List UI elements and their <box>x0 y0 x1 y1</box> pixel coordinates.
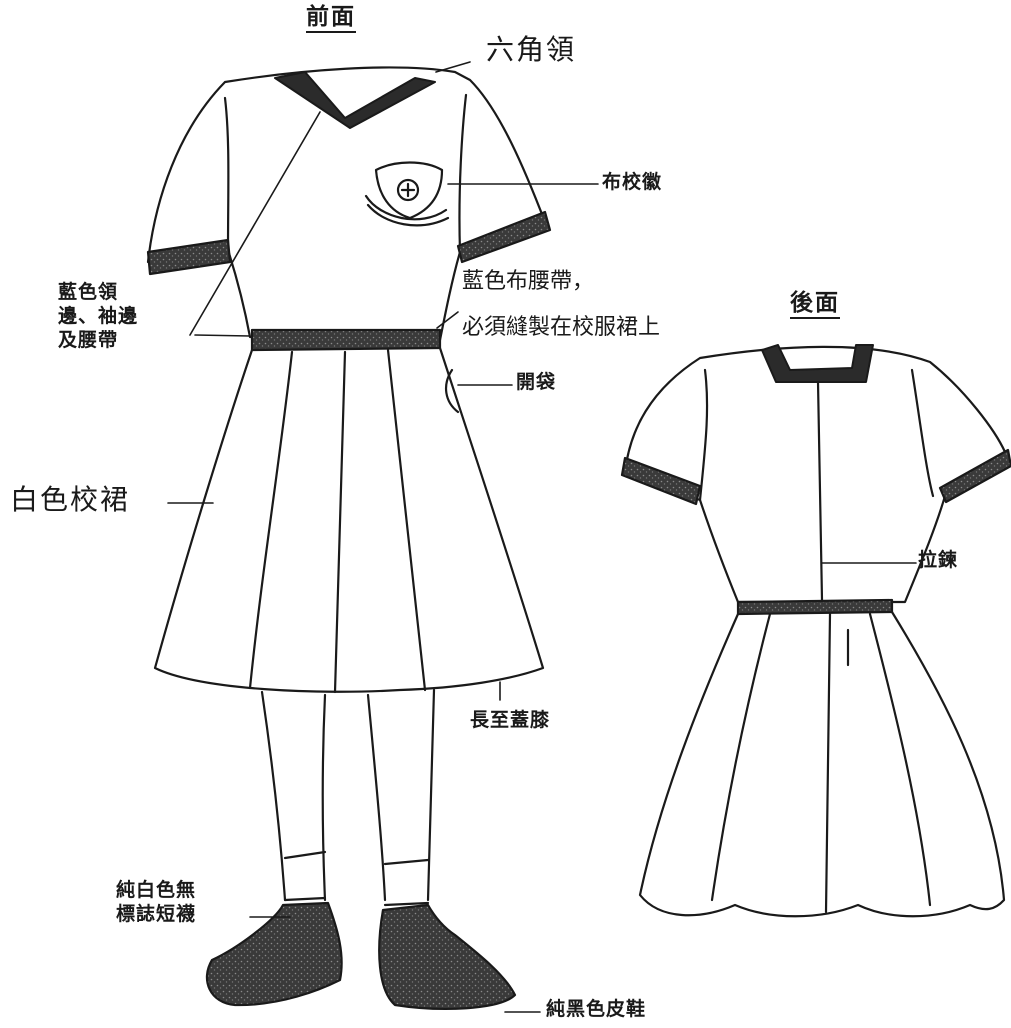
white-dress-label: 白色校裙 <box>10 483 131 516</box>
front-skirt-outline <box>153 346 545 693</box>
back-belt <box>736 598 894 616</box>
pocket-label: 開袋 <box>516 371 557 393</box>
cloth-badge-label: 布校徽 <box>602 171 663 193</box>
shoes-label: 純黑色皮鞋 <box>546 998 647 1020</box>
back-right-cuff <box>938 448 1011 504</box>
blue-trims-label-line1: 藍色領 <box>58 281 119 303</box>
left-shoe <box>205 901 343 1007</box>
front-bodice-outline <box>146 66 547 342</box>
back-dress <box>620 344 1011 918</box>
front-dress <box>146 66 552 1010</box>
back-left-cuff <box>620 456 702 506</box>
front-view-title: 前面 <box>306 4 356 33</box>
socks-label-line2: 標誌短襪 <box>116 903 197 925</box>
knee-length-label: 長至蓋膝 <box>470 709 551 731</box>
blue-belt-label-line2: 必須縫製在校服裙上 <box>462 315 661 340</box>
zipper-label: 拉鍊 <box>918 549 959 571</box>
blue-trims-label-line3: 及腰帶 <box>58 329 119 351</box>
back-skirt-outline <box>638 610 1006 918</box>
socks-label-line1: 純白色無 <box>116 879 197 901</box>
back-zipper <box>816 380 824 602</box>
right-shoe <box>378 903 517 1010</box>
front-pocket <box>444 368 460 414</box>
cloth-badge-icon <box>364 161 450 227</box>
front-left-cuff <box>146 238 232 276</box>
front-belt <box>250 328 442 352</box>
hexagonal-collar-label: 六角領 <box>486 33 577 66</box>
back-collar <box>761 344 874 383</box>
front-collar <box>274 71 436 129</box>
back-view-title: 後面 <box>790 290 840 319</box>
leader-lines <box>167 61 917 1013</box>
front-right-cuff <box>456 210 552 264</box>
blue-trims-label-line2: 邊、袖邊 <box>58 305 139 327</box>
blue-belt-label-line1: 藍色布腰帶， <box>462 269 595 294</box>
